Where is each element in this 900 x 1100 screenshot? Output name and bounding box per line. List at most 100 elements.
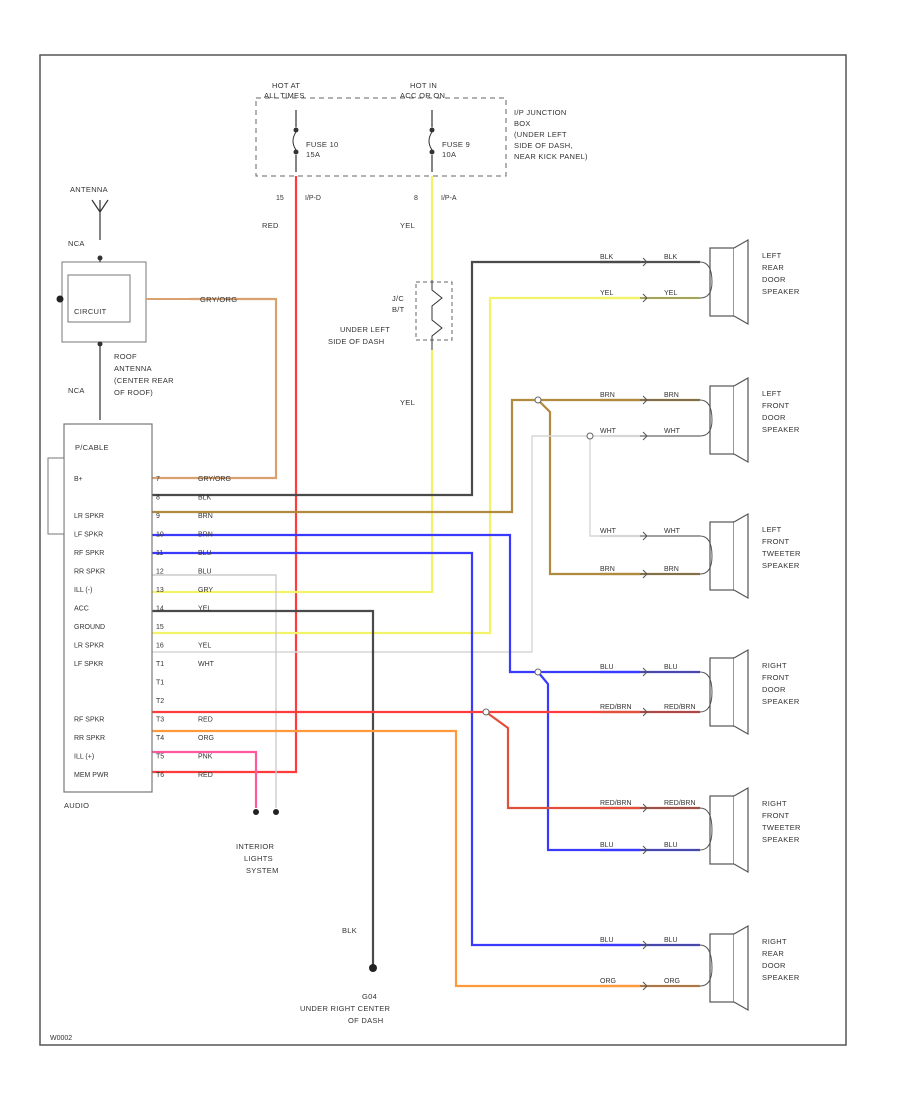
speaker-label: SPEAKER xyxy=(762,697,800,706)
radio-pin-name: RR SPKR xyxy=(74,735,105,742)
radio-pin-num: 7 xyxy=(156,476,160,483)
wire-yel-acc xyxy=(152,176,434,594)
speaker-wire-label: BLK xyxy=(600,254,614,261)
radio-pin-num: T3 xyxy=(156,717,164,724)
speaker-lead xyxy=(640,829,713,851)
hot-in-label-1: HOT IN xyxy=(410,81,437,90)
speaker-wire-label: BRN xyxy=(600,392,615,399)
speaker-lead xyxy=(640,807,713,831)
speaker-body xyxy=(709,933,735,1003)
pin-ipa-id: I/P-A xyxy=(441,195,457,202)
splice-dots xyxy=(482,396,594,716)
wire-red-mem-pwr xyxy=(152,176,298,774)
junction-label-1: I/P JUNCTION xyxy=(514,108,567,117)
radio-pin-name: ILL (+) xyxy=(74,754,94,761)
fuse9-label: FUSE 9 xyxy=(442,140,470,149)
speaker-wire-label: BLU xyxy=(600,664,614,671)
connector-icon xyxy=(642,803,648,813)
radio-pin-num: 11 xyxy=(156,550,163,557)
speaker-label: REAR xyxy=(762,949,784,958)
pin-8-num: 8 xyxy=(414,195,418,202)
radio-title: P/CABLE xyxy=(75,443,109,452)
speaker-wire-label: WHT xyxy=(600,428,617,435)
speaker-label: FRONT xyxy=(762,401,789,410)
vwire-yel-top-label: YEL xyxy=(400,221,415,230)
speaker-label: LEFT xyxy=(762,251,782,260)
connector-icon xyxy=(642,981,648,991)
speaker-wire-label: RED/BRN xyxy=(600,704,632,711)
speaker-label: FRONT xyxy=(762,673,789,682)
wire-wht-left-front xyxy=(152,435,700,653)
speaker-terminal-wire-label: ORG xyxy=(664,978,680,985)
radio-pin-num: 9 xyxy=(156,513,160,520)
radio-pin-num: 15 xyxy=(156,624,164,631)
wire-blk-ground xyxy=(152,609,375,965)
speaker-terminal-wire-label: BLK xyxy=(664,254,678,261)
speaker-wire-label: YEL xyxy=(600,290,613,297)
interior-connector-gry xyxy=(273,809,279,815)
speaker-terminal-wire-label: BLU xyxy=(664,937,678,944)
nca-bottom-label: NCA xyxy=(68,386,85,395)
speaker-label: DOOR xyxy=(762,961,786,970)
radio-pin-name: ILL (-) xyxy=(74,587,92,594)
speaker-cone-icon xyxy=(733,648,749,736)
radio-pin-name: RF SPKR xyxy=(74,717,104,724)
radio-pin-num: 12 xyxy=(156,569,164,576)
speaker-label: TWEETER xyxy=(762,823,801,832)
radio-pin-name: RR SPKR xyxy=(74,569,105,576)
radio-pin-wire: GRY/ORG xyxy=(198,476,231,483)
speaker-terminal-wire-label: WHT xyxy=(664,528,681,535)
speaker-lead xyxy=(640,555,713,575)
speaker-label: SPEAKER xyxy=(762,973,800,982)
wire-gryorg-bplus xyxy=(152,297,278,480)
fuse-10 xyxy=(292,110,299,172)
radio-pin-num: T4 xyxy=(156,735,164,742)
speaker-terminal-wire-label: BLU xyxy=(664,842,678,849)
speaker-lead xyxy=(640,671,713,693)
radio-pin-num: T6 xyxy=(156,772,164,779)
radio-side-tab xyxy=(47,457,65,535)
wire-blu-right-rear xyxy=(152,551,700,947)
connector-icon xyxy=(642,707,648,717)
fuse10-rating: 15A xyxy=(306,150,320,159)
speaker-label: FRONT xyxy=(762,811,789,820)
radio-pin-num: T2 xyxy=(156,698,164,705)
speaker-cone-icon xyxy=(733,786,749,874)
radio-pin-name: LR SPKR xyxy=(74,513,104,520)
speaker-label: LEFT xyxy=(762,525,782,534)
radio-pin-name: ACC xyxy=(74,606,89,613)
joint-under-1: UNDER LEFT xyxy=(340,325,390,334)
joint-connector xyxy=(415,281,453,341)
speaker-cone-icon xyxy=(733,512,749,600)
vwire-yel-bottom-label: YEL xyxy=(400,398,415,407)
antenna-label: ANTENNA xyxy=(70,185,108,194)
speaker-label: DOOR xyxy=(762,413,786,422)
interior-label-1: INTERIOR xyxy=(236,842,275,851)
junction-label-4: SIDE OF DASH, xyxy=(514,141,573,150)
radio-pin-name: LF SPKR xyxy=(74,661,103,668)
junction-label-5: NEAR KICK PANEL) xyxy=(514,152,588,161)
radio-pin-wire: RED xyxy=(198,717,213,724)
radio-pin-num: T5 xyxy=(156,754,164,761)
connector-icon xyxy=(642,431,648,441)
ground-label-1: UNDER RIGHT CENTER xyxy=(300,1004,391,1013)
radio-pin-wire: BLU xyxy=(198,569,212,576)
roof-label-1: ROOF xyxy=(114,352,137,361)
fuse10-label: FUSE 10 xyxy=(306,140,339,149)
radio-pin-wire: BLK xyxy=(198,495,212,502)
connector-icon xyxy=(642,395,648,405)
hot-in-label-2: ACC OR ON xyxy=(400,91,445,100)
speaker-wire-label: WHT xyxy=(600,528,617,535)
speaker-label: DOOR xyxy=(762,685,786,694)
radio-pin-wire: YEL xyxy=(198,606,211,613)
wire-wht-left-tweeter xyxy=(589,436,700,537)
wire-brn-left-front xyxy=(152,398,700,514)
speaker-label: TWEETER xyxy=(762,549,801,558)
interior-label-2: LIGHTS xyxy=(244,854,273,863)
joint-under-2: SIDE OF DASH xyxy=(328,337,385,346)
speaker-lead xyxy=(640,261,713,283)
speaker-label: RIGHT xyxy=(762,937,787,946)
speaker-lead xyxy=(640,944,713,969)
